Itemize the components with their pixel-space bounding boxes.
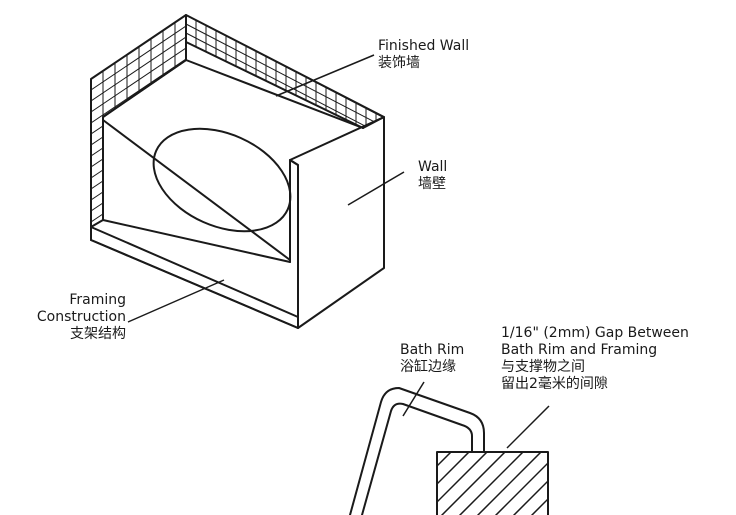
framing-label: Framing Construction 支架结构: [20, 292, 126, 343]
tile-line: [91, 47, 186, 113]
tile-line: [186, 32, 384, 128]
hatch-line: [581, 450, 651, 515]
leader-finished-wall: [275, 54, 375, 97]
hatch-line: [545, 450, 615, 515]
framing-hatch: [347, 450, 705, 515]
wall-label-zh: 墙壁: [418, 176, 446, 192]
leader-wall: [347, 171, 405, 206]
bath-rim-section: [347, 387, 705, 515]
wall-label-en: Wall: [418, 159, 448, 175]
leader-framing: [127, 279, 225, 323]
wall-label: Wall 墙壁: [418, 159, 447, 193]
bath-rim-label-en: Bath Rim: [400, 342, 465, 358]
side-wall-tile-grid: [186, 15, 384, 128]
gap-label-en-1: 1/16" (2mm) Gap Between: [501, 325, 689, 341]
tile-line: [91, 36, 186, 102]
framing-label-zh: 支架结构: [70, 326, 126, 342]
gap-label-zh-2: 留出2毫米的间隙: [501, 376, 608, 392]
finished-wall-label: Finished Wall 装饰墙: [378, 38, 469, 72]
hatch-line: [458, 452, 525, 515]
tile-line: [91, 179, 186, 227]
hatch-line: [476, 452, 543, 515]
hatch-line: [617, 450, 687, 515]
finished-wall-label-en: Finished Wall: [378, 38, 470, 54]
right-end-wall: [289, 116, 385, 329]
gap-label-en-2: Bath Rim and Framing: [501, 342, 658, 358]
bath-rim-label-zh: 浴缸边缘: [400, 359, 456, 375]
gap-label: 1/16" (2mm) Gap Between Bath Rim and Fra…: [501, 325, 689, 393]
gap-label-zh-1: 与支撑物之间: [501, 359, 585, 375]
tile-line: [91, 25, 186, 91]
hatch-line: [530, 497, 548, 515]
hatch-line: [347, 450, 417, 515]
hatch-line: [437, 452, 489, 504]
hatch-line: [599, 450, 669, 515]
tile-line: [186, 23, 384, 128]
hatch-line: [437, 452, 453, 468]
bathtub-isometric: [90, 14, 385, 329]
hatch-line: [365, 450, 435, 515]
hatch-line: [635, 450, 705, 515]
bath-rim-label: Bath Rim 浴缸边缘: [400, 342, 464, 376]
framing-label-en-2: Construction: [36, 309, 126, 325]
tub-basin-oval: [152, 127, 292, 233]
hatch-line: [437, 452, 471, 486]
leader-gap: [506, 405, 550, 449]
leader-lines: [127, 54, 550, 449]
framing-section-block: [436, 451, 549, 515]
finished-wall-label-zh: 装饰墙: [378, 55, 420, 71]
hatch-line: [512, 479, 548, 515]
hatch-line: [494, 461, 548, 515]
leader-bath-rim: [402, 381, 425, 417]
framing-label-en-1: Framing: [69, 292, 126, 308]
tile-line: [91, 157, 186, 223]
hatch-line: [563, 450, 633, 515]
hatch-line: [440, 452, 507, 515]
